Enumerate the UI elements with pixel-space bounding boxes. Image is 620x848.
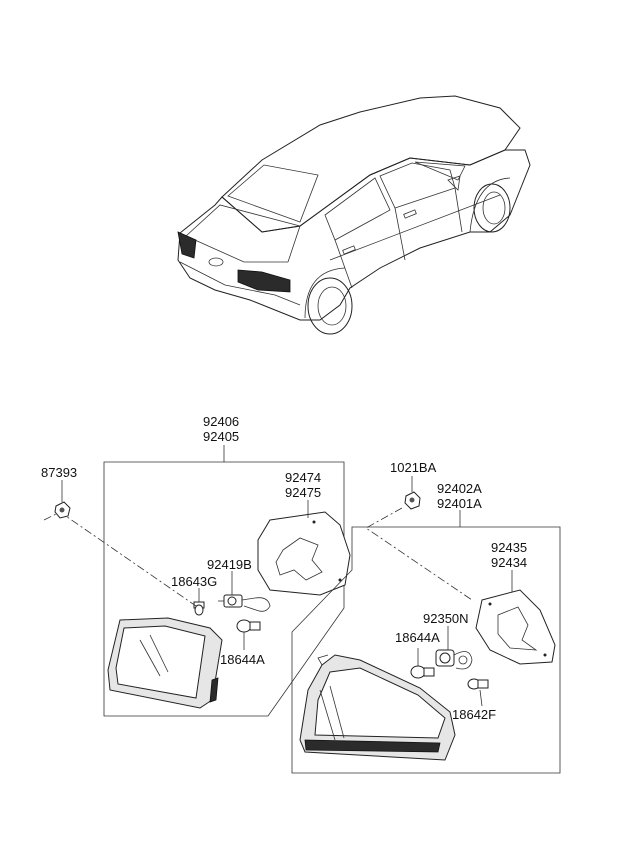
inner-tail-lamp-part	[107, 617, 223, 709]
part-label-92406: 92406	[203, 414, 239, 429]
part-label-92350n: 92350N	[423, 611, 469, 626]
bulb-18642f-part	[467, 678, 489, 707]
gasket-part-right	[475, 589, 556, 665]
assembly-box-right	[291, 526, 561, 774]
part-label-92402a: 92402A	[437, 481, 482, 496]
socket-wiring-part-right	[435, 626, 473, 670]
outer-lamp-assembly-group	[291, 507, 561, 774]
bulb-18644a-part-right	[410, 648, 435, 679]
part-label-92401a: 92401A	[437, 496, 482, 511]
part-label-18644a-left: 18644A	[220, 652, 265, 667]
clip-1021ba-part	[404, 476, 421, 510]
part-label-92475: 92475	[285, 485, 321, 500]
part-label-92419b: 92419B	[207, 557, 252, 572]
part-label-1021ba: 1021BA	[390, 460, 437, 475]
socket-wiring-part-left	[218, 571, 271, 612]
gasket-part-left	[257, 511, 351, 596]
bulb-18644a-part-left	[236, 619, 261, 650]
sedan-rear-view-illustration	[177, 95, 531, 335]
part-label-92405: 92405	[203, 429, 239, 444]
part-label-18644a-right: 18644A	[395, 630, 440, 645]
part-label-92434: 92434	[491, 555, 527, 570]
part-label-92435: 92435	[491, 540, 527, 555]
part-label-18642f: 18642F	[452, 707, 496, 722]
bulb-18643g-part	[193, 588, 205, 616]
part-label-92474: 92474	[285, 470, 321, 485]
assembly-box-left	[103, 461, 345, 717]
inner-lamp-assembly-group	[43, 445, 351, 717]
outer-tail-lamp-part	[299, 654, 456, 761]
part-label-18643g: 18643G	[171, 574, 217, 589]
nut-87393-part	[54, 480, 71, 519]
part-label-87393: 87393	[41, 465, 77, 480]
